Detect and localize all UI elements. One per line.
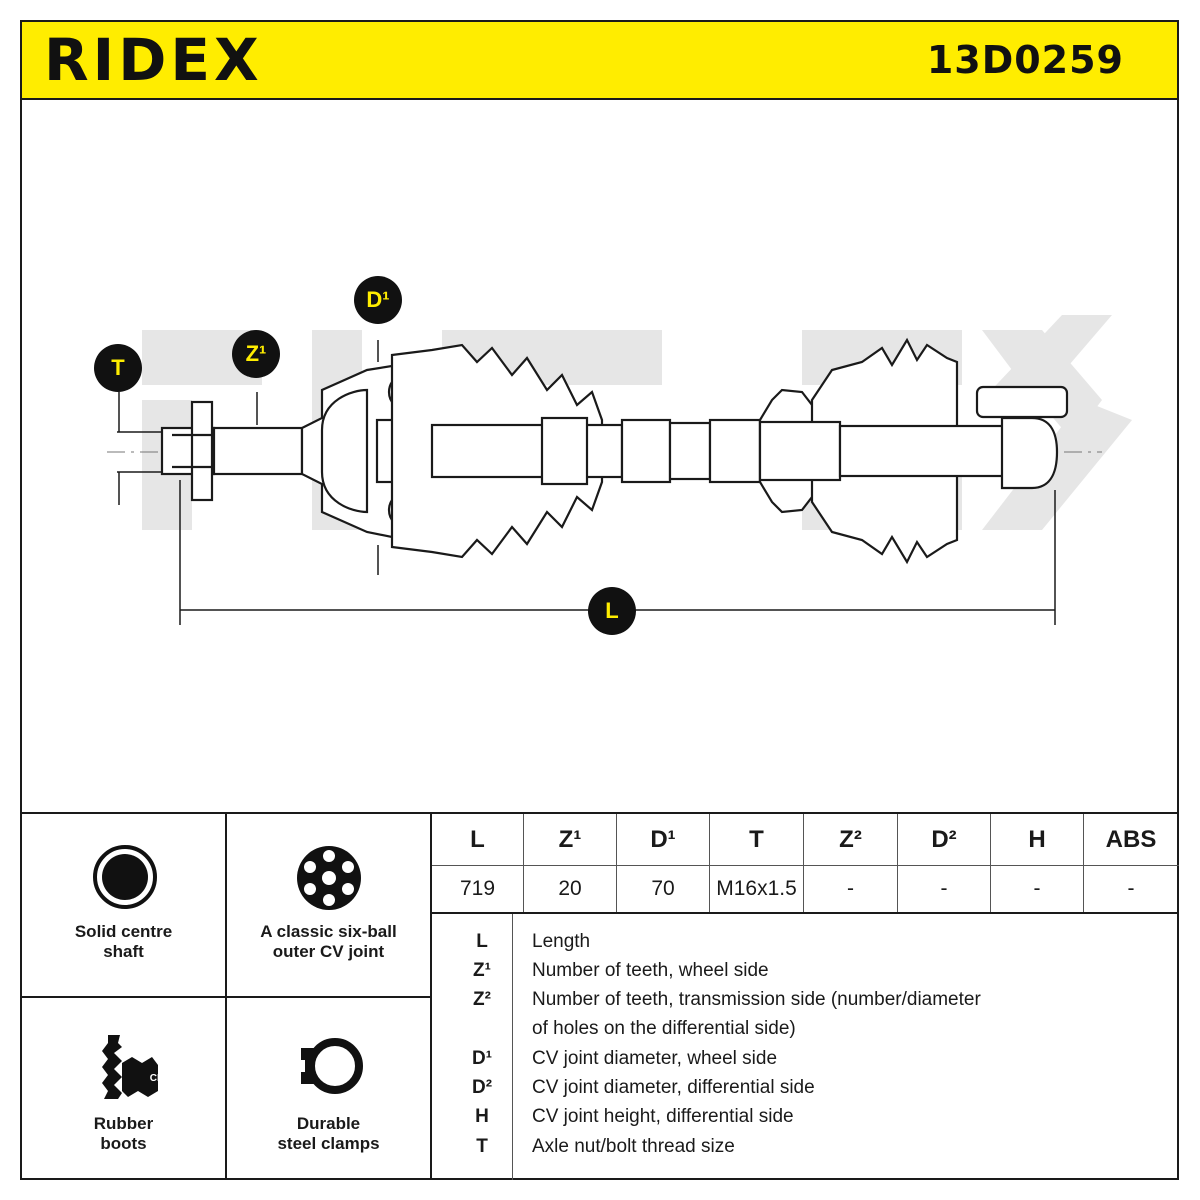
spec-value-z1: 20 bbox=[558, 877, 582, 900]
legend-text: CV joint height, differential side bbox=[532, 1106, 794, 1127]
spec-header-h: H bbox=[1028, 826, 1046, 853]
legend-symbol: H bbox=[475, 1106, 489, 1127]
legend-symbol: D² bbox=[471, 1077, 493, 1098]
legend-text: Number of teeth, transmission side (numb… bbox=[532, 989, 981, 1010]
divider bbox=[990, 814, 991, 912]
spec-value-h: - bbox=[1033, 877, 1041, 900]
legend-text: Axle nut/bolt thread size bbox=[532, 1136, 735, 1157]
divider bbox=[512, 914, 513, 1180]
part-number: 13D0259 bbox=[926, 38, 1124, 82]
shaft-outline bbox=[160, 337, 1069, 565]
divider bbox=[1083, 814, 1084, 912]
spec-value-d1: 70 bbox=[651, 877, 675, 900]
spec-header-abs: ABS bbox=[1105, 826, 1157, 853]
spec-header-d1: D¹ bbox=[650, 826, 676, 853]
legend-symbol: L bbox=[476, 931, 488, 952]
legend-text: of holes on the differential side) bbox=[532, 1018, 796, 1039]
legend-symbol: Z² bbox=[473, 989, 491, 1010]
cr-badge: CR bbox=[149, 1073, 165, 1084]
legend-text: Length bbox=[532, 931, 591, 952]
divider bbox=[616, 814, 617, 912]
feature-label: Durable steel clamps bbox=[277, 1114, 380, 1153]
callout-label-t: T bbox=[111, 355, 125, 380]
feature-steel-clamps: Durable steel clamps bbox=[227, 998, 430, 1180]
spec-header-l: L bbox=[470, 826, 485, 853]
legend-symbol: T bbox=[476, 1136, 488, 1157]
divider bbox=[523, 814, 524, 912]
solid-shaft-icon bbox=[93, 845, 157, 909]
callout-d1 bbox=[354, 276, 402, 324]
feature-label: Rubber boots bbox=[93, 1114, 154, 1153]
feature-six-ball-joint: A classic six-ball outer CV joint bbox=[227, 814, 430, 996]
callout-label-d1: D¹ bbox=[366, 287, 390, 312]
rubber-boot-icon bbox=[102, 1035, 158, 1099]
callout-z1 bbox=[232, 330, 280, 378]
divider bbox=[20, 812, 1179, 814]
callout-l bbox=[588, 587, 636, 635]
legend-symbol: D¹ bbox=[471, 1048, 493, 1069]
divider bbox=[803, 814, 804, 912]
spec-value-z2: - bbox=[847, 877, 854, 900]
drive-shaft-drawing: T Z¹ D¹ L bbox=[22, 100, 1177, 812]
legend-text: Number of teeth, wheel side bbox=[532, 960, 769, 981]
legend-text: CV joint diameter, wheel side bbox=[532, 1048, 778, 1069]
spec-value-abs: - bbox=[1127, 877, 1135, 900]
callout-label-l: L bbox=[605, 598, 619, 623]
spec-value-t: M16x1.5 bbox=[716, 877, 797, 900]
brand-logo: RIDEX bbox=[44, 26, 263, 94]
divider bbox=[897, 814, 898, 912]
legend-text: CV joint diameter, differential side bbox=[532, 1077, 815, 1098]
callout-t bbox=[94, 344, 142, 392]
divider bbox=[709, 814, 710, 912]
divider bbox=[432, 865, 1179, 866]
spec-header-z2: Z² bbox=[839, 826, 862, 853]
divider bbox=[432, 912, 1179, 914]
feature-label: Solid centre shaft bbox=[74, 922, 173, 961]
legend-symbol: Z¹ bbox=[473, 960, 491, 981]
feature-solid-shaft: Solid centre shaft bbox=[22, 814, 225, 996]
spec-value-d2: - bbox=[940, 877, 948, 900]
callout-label-z1: Z¹ bbox=[245, 341, 267, 366]
divider bbox=[20, 996, 432, 998]
feature-label: A classic six-ball outer CV joint bbox=[260, 922, 397, 961]
spec-header-d2: D² bbox=[931, 826, 957, 853]
feature-rubber-boots: CR Rubber boots bbox=[22, 998, 225, 1180]
header-bar bbox=[20, 20, 1179, 100]
spec-header-z1: Z¹ bbox=[558, 826, 582, 853]
six-ball-joint-icon bbox=[297, 846, 361, 910]
spec-header-t: T bbox=[749, 826, 764, 853]
spec-value-l: 719 bbox=[459, 877, 496, 900]
clamp-icon bbox=[301, 1038, 363, 1094]
